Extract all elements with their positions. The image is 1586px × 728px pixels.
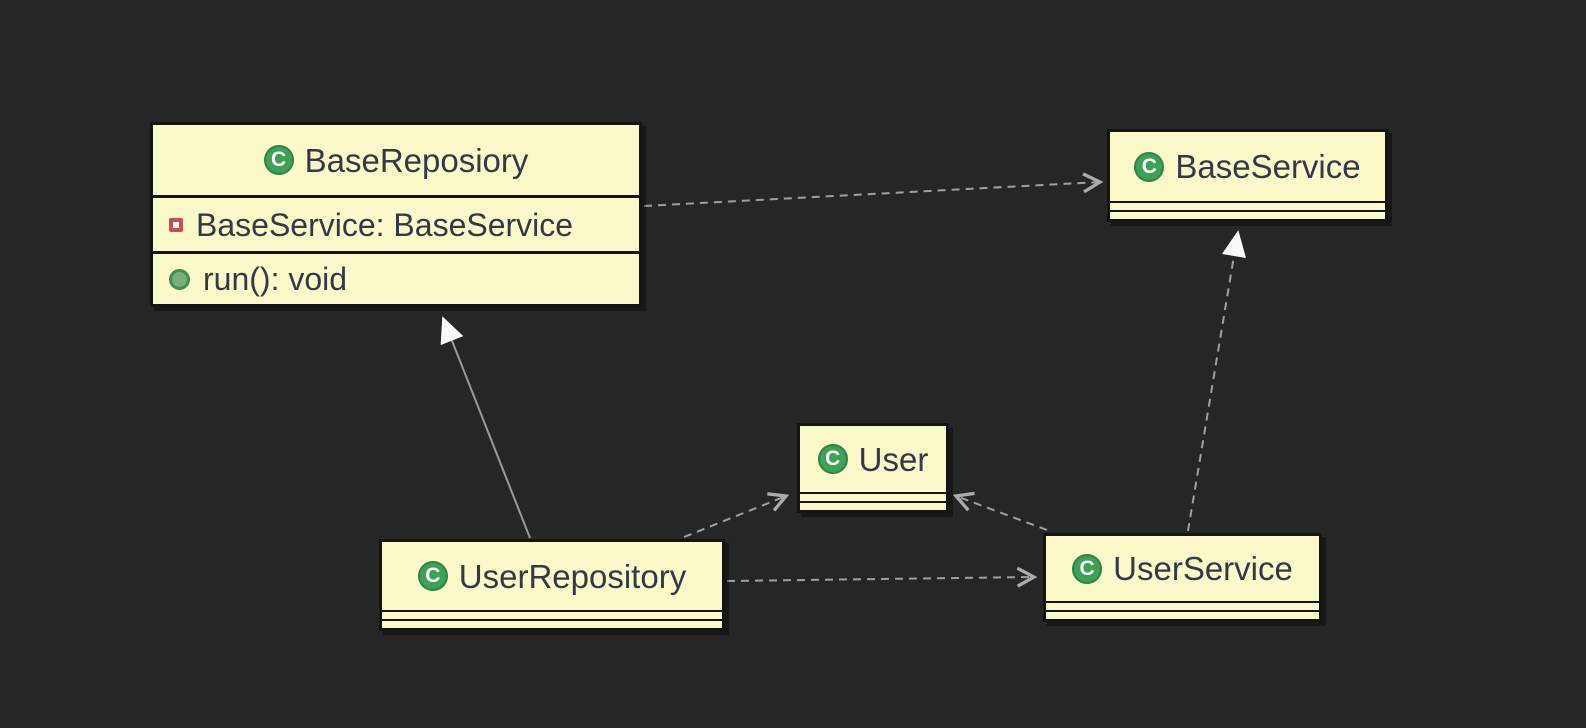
relation-userservice-baseservice-realization[interactable] — [1187, 230, 1247, 532]
class-icon: C — [817, 444, 848, 474]
class-header: C User — [800, 426, 946, 492]
class-node-base-service[interactable]: C BaseService — [1107, 129, 1388, 222]
class-node-user[interactable]: C User — [797, 423, 949, 513]
method-text: run(): void — [203, 261, 348, 297]
relation-userrepository-userservice-dependency[interactable] — [726, 566, 1038, 588]
fields-compartment-empty — [1110, 201, 1385, 210]
field-row[interactable]: BaseService: BaseService — [153, 195, 639, 251]
class-icon: C — [1134, 151, 1165, 182]
class-node-user-repository[interactable]: C UserRepository — [379, 539, 725, 631]
class-name: UserService — [1113, 550, 1293, 587]
fields-compartment-empty — [382, 610, 722, 619]
fields-compartment-empty — [800, 492, 946, 501]
class-header: C BaseService — [1110, 132, 1385, 201]
field-text: BaseService: BaseService — [196, 206, 574, 243]
methods-compartment-empty — [1046, 610, 1319, 619]
class-name: BaseReposiory — [304, 141, 529, 179]
class-node-base-reposiory[interactable]: C BaseReposiory BaseService: BaseService… — [150, 122, 642, 307]
method-row[interactable]: run(): void — [153, 251, 639, 304]
class-header: C UserService — [1046, 536, 1319, 601]
fields-compartment-empty — [1046, 601, 1319, 610]
relation-basereposiory-baseservice-dependency[interactable] — [643, 172, 1104, 207]
class-header: C BaseReposiory — [153, 125, 639, 195]
method-icon — [169, 268, 190, 290]
methods-compartment-empty — [800, 501, 946, 510]
class-icon: C — [417, 561, 448, 591]
class-header: C UserRepository — [382, 542, 722, 610]
relation-userrepository-basereposiory-inheritance[interactable] — [440, 316, 531, 539]
class-node-user-service[interactable]: C UserService — [1043, 533, 1322, 622]
class-icon: C — [263, 145, 294, 175]
class-name: UserRepository — [458, 557, 687, 595]
class-name: BaseService — [1175, 148, 1361, 185]
class-icon: C — [1072, 553, 1103, 584]
methods-compartment-empty — [1110, 210, 1385, 219]
methods-compartment-empty — [382, 619, 722, 628]
class-name: User — [858, 440, 929, 478]
field-icon — [169, 217, 183, 232]
relation-userrepository-user-dependency[interactable] — [683, 492, 790, 538]
relation-userservice-user-dependency[interactable] — [952, 491, 1048, 531]
